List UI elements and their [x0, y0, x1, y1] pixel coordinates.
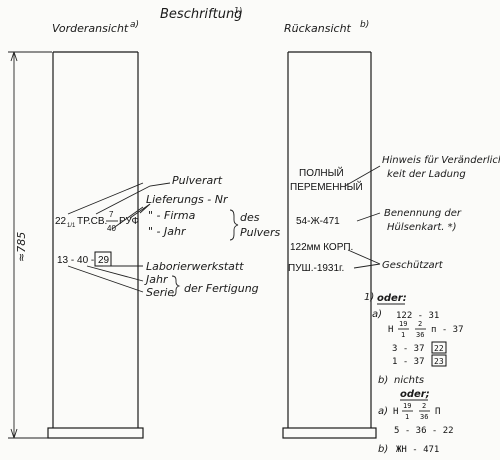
back-view-ref: b) [360, 20, 369, 30]
fertigung-brace [171, 275, 181, 297]
back-cartridge-case [282, 51, 377, 439]
footnote-a2-line-2: 5 - 36 - 22 [394, 426, 454, 436]
footnote-a1-frac1-num: 19 [399, 320, 407, 328]
label-jahr-pulver: " - Jahr [148, 225, 187, 238]
label-benennung-line-1: Benennung der [384, 208, 462, 219]
label-hinweis-line-2: keit der Ladung [387, 169, 466, 180]
footnote-a1-suffix: п - 37 [431, 325, 464, 335]
footnote-a1-line-4-box: 23 [434, 357, 444, 366]
front-stamp-powder-grade: ТР.СВ. [77, 216, 107, 227]
label-jahr: Jahr [144, 273, 169, 286]
back-stamp-cartridge-designation: 54-Ж-471 [296, 216, 340, 227]
title-footnote-ref: 1) [234, 6, 242, 15]
footnote-a1-frac1-den: 1 [401, 331, 405, 339]
label-laborierwerkstatt: Laborierwerkstatt [146, 260, 244, 273]
footnote-a2-prefix: Н [393, 407, 398, 417]
footnote-block: 1) oder: a) 122 - 31 Н 19 1 2 36 п - 37 … [364, 292, 464, 455]
footnote-a2-frac2-num: 2 [422, 402, 426, 410]
back-leader-lines [344, 165, 381, 269]
front-view-heading: Vorderansicht [52, 22, 129, 35]
footnote-a2-suffix: П [435, 407, 440, 417]
footnote-a1-line-3-box: 22 [434, 344, 444, 353]
front-leader-lines [67, 182, 171, 293]
front-stamp-fraction-denominator: 40 [107, 224, 116, 233]
label-firma: " - Firma [148, 209, 196, 222]
footnote-a1-label: a) [372, 309, 382, 320]
back-stamp-peremenny: ПЕРЕМЕННЫЙ [290, 180, 363, 193]
front-stamp-suffix: РУФ [119, 216, 139, 227]
footnote-oder: oder: [377, 293, 407, 304]
front-stamp-subscript: 1/1 [67, 223, 76, 229]
label-pulvers: Pulvers [240, 226, 280, 239]
label-des: des [240, 211, 260, 224]
label-serie: Serie [146, 286, 174, 299]
footnote-b2-label: b) [378, 444, 388, 455]
footnote-a1-line-3: 3 - 37 [392, 344, 425, 354]
footnote-a1-prefix: Н [388, 325, 393, 335]
front-cartridge-case [47, 51, 144, 439]
back-view-heading: Rückansicht [284, 22, 352, 35]
back-stamp-caliber: 122мм КОРП. [290, 242, 353, 253]
height-dimension [8, 51, 52, 439]
footnote-a1-frac2-den: 36 [416, 331, 424, 339]
back-stamp-gun-model: ПУШ.-1931г. [288, 263, 344, 274]
label-der-fertigung: der Fertigung [184, 282, 259, 295]
footnote-a2-label: a) [378, 406, 388, 417]
footnote-b1-label: b) [378, 375, 388, 386]
label-geschuetzart: Geschützart [382, 260, 444, 271]
label-pulverart: Pulverart [172, 174, 223, 187]
pulver-brace [229, 209, 239, 241]
front-stamp-prefix: 22 [55, 216, 67, 227]
back-stamp-polny: ПОЛНЫЙ [299, 166, 344, 179]
front-stamp-fraction-numerator: 7 [109, 210, 114, 219]
front-stamp-line-2: 13 - 40 - 29 [57, 251, 112, 267]
footnote-a2-frac1-den: 1 [405, 413, 409, 421]
front-stamp-lot: 13 - 40 - [57, 255, 94, 266]
front-stamp-boxed-number: 29 [98, 255, 110, 266]
footnote-a1-line-4: 1 - 37 [392, 357, 425, 367]
footnote-b2-text: ЖН - 471 [396, 445, 439, 455]
footnote-marker: 1) [364, 292, 374, 303]
height-dimension-value: ≈785 [15, 232, 28, 262]
label-hinweis-line-1: Hinweis für Veränderlich- [382, 155, 500, 166]
footnote-a2-frac2-den: 36 [420, 413, 428, 421]
footnote-a1-frac2-num: 2 [418, 320, 422, 328]
front-stamp-line-1: 22 1/1 ТР.СВ. 7 40 РУФ [55, 210, 139, 233]
footnote-a1-line-1: 122 - 31 [396, 311, 439, 321]
footnote-a2-frac1-num: 19 [403, 402, 411, 410]
footnote-b1-text: nichts [394, 375, 424, 386]
label-lieferungs-nr: Lieferungs - Nr [146, 193, 229, 206]
footnote-oder-2: oder; [400, 389, 430, 400]
label-benennung-line-2: Hülsenkart. *) [387, 222, 457, 233]
drawing-title: Beschriftung [160, 7, 242, 22]
front-view-ref: a) [130, 20, 139, 30]
